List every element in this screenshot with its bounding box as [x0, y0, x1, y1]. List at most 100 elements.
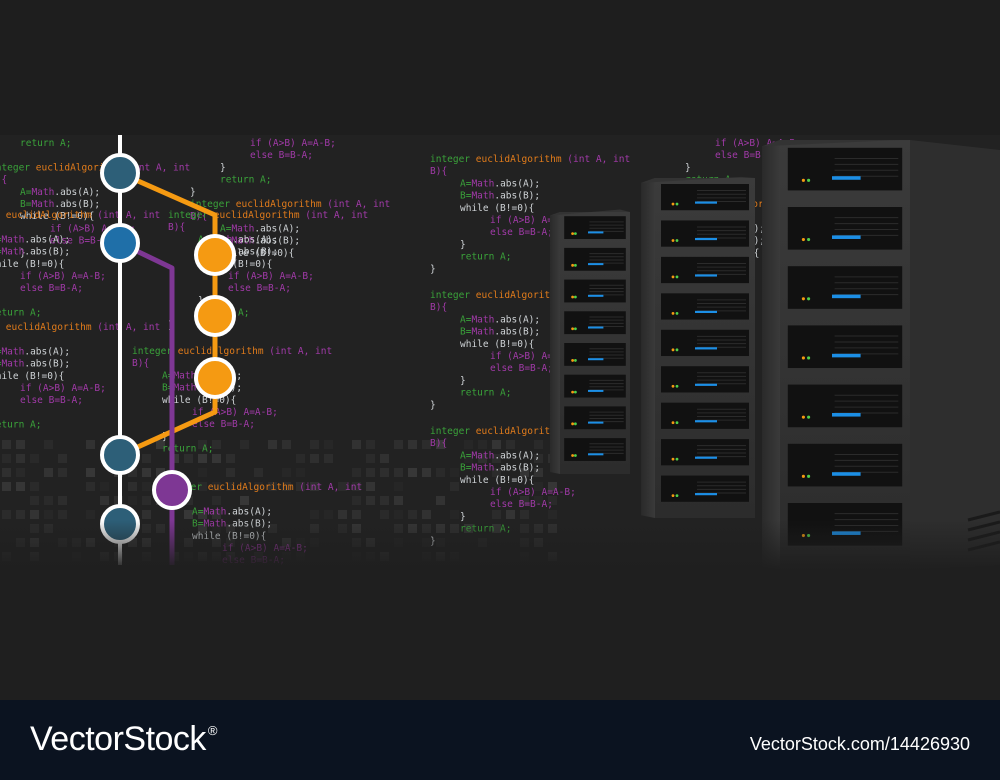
grid-square — [520, 510, 529, 519]
rack-side-panel — [550, 212, 560, 474]
status-led-green — [574, 454, 577, 457]
code-token: A= — [20, 187, 32, 198]
code-token: } — [460, 239, 466, 250]
code-token: B){ — [430, 438, 447, 449]
grid-square — [408, 468, 417, 477]
grid-square — [44, 440, 53, 449]
grid-square — [548, 510, 557, 519]
code-line: return A; — [220, 175, 271, 186]
code-line: B){ — [168, 222, 185, 233]
code-token: return A; — [460, 388, 511, 399]
code-token: Math — [1, 247, 24, 258]
grid-square — [296, 482, 305, 491]
code-token: euclidAlgorithm — [214, 210, 300, 221]
code-line: if (A>B) A=A-B; — [228, 271, 314, 282]
status-led-green — [807, 356, 811, 360]
grid-square — [240, 496, 249, 505]
code-line: B){ — [430, 166, 447, 177]
grid-square — [324, 454, 333, 463]
grid-square — [380, 496, 389, 505]
status-led-green — [675, 384, 679, 388]
code-line: return A; — [20, 138, 71, 149]
code-token: while (B!=0){ — [460, 339, 534, 350]
grid-square — [226, 468, 235, 477]
status-led-orange — [571, 454, 574, 457]
status-led-orange — [801, 297, 805, 301]
status-led-orange — [671, 239, 675, 242]
code-token: } — [220, 162, 226, 173]
code-token: A= — [460, 450, 472, 461]
commit-node-orange — [194, 234, 236, 276]
code-token: .abs(B); — [494, 463, 540, 474]
grid-square — [310, 482, 319, 491]
code-token: euclidAlgorithm — [476, 426, 562, 437]
server-unit — [787, 443, 903, 487]
code-token: } — [190, 187, 196, 198]
code-token: return A; — [220, 175, 271, 186]
code-token: .abs(A); — [232, 234, 278, 245]
code-token: return A; — [162, 444, 213, 455]
server-unit — [564, 311, 626, 335]
grid-square — [2, 454, 11, 463]
activity-bar — [588, 389, 604, 392]
code-token: if (A>B) A=A-B; — [490, 351, 576, 362]
grid-square — [310, 454, 319, 463]
code-token: integer — [430, 290, 476, 301]
code-line: integer euclidAlgorithm (int A, int — [190, 199, 390, 210]
code-token: } — [460, 375, 466, 386]
grid-square — [352, 496, 361, 505]
code-line: return A; — [162, 444, 213, 455]
code-line: } — [20, 248, 26, 259]
grid-square — [366, 440, 375, 449]
code-line: if (A>B) A=A-B; — [20, 383, 106, 394]
status-led-orange — [671, 275, 675, 279]
code-token: B= — [162, 383, 174, 394]
code-token: (int A, int — [294, 482, 363, 493]
code-token: euclidAlgorithm — [476, 290, 562, 301]
status-led-green — [675, 202, 679, 206]
status-led-green — [675, 311, 679, 315]
code-token: .abs(A); — [254, 223, 300, 234]
grid-square — [436, 468, 445, 477]
code-line: if (A>B) A=A-B; — [490, 351, 576, 362]
grid-square — [226, 482, 235, 491]
code-token: while (B!=0){ — [0, 371, 64, 382]
code-line: A=Math.abs(A); — [20, 187, 100, 198]
activity-bar — [588, 421, 604, 424]
code-token: Math — [471, 450, 494, 461]
code-token: (int A, int — [264, 346, 333, 357]
activity-bar — [832, 472, 861, 476]
code-line: A=Math.abs(A); — [460, 178, 540, 189]
status-led-green — [675, 421, 679, 425]
code-token: else B=B-A; — [250, 150, 313, 161]
code-line: B){ — [430, 302, 447, 313]
code-token: if (A>B) A=A-B; — [50, 223, 136, 234]
grid-square — [520, 468, 529, 477]
code-line: else B=B-A; — [228, 283, 291, 294]
code-line: B=Math.abs(B); — [20, 199, 100, 210]
grid-square — [380, 454, 389, 463]
activity-bar — [695, 420, 717, 423]
grid-square — [156, 468, 165, 477]
code-token: if (A>B) A=A-B; — [250, 138, 336, 149]
code-line: integer euclidAlgorithm (int A, int — [0, 162, 190, 173]
code-token: while (B!=0){ — [0, 259, 64, 270]
status-led-green — [574, 390, 577, 394]
code-token: integer — [430, 426, 476, 437]
code-line: if (A>B) A=A-B; — [250, 138, 336, 149]
code-token: B){ — [430, 302, 447, 313]
code-token: B){ — [0, 175, 7, 186]
code-line: while (B!=0){ — [460, 339, 534, 350]
footer-bar: VectorStock® VectorStock.com/14426930 — [0, 700, 1000, 780]
status-led-green — [675, 275, 679, 279]
code-token: integer — [190, 199, 236, 210]
code-line: if (A>B) A=A-B; — [50, 223, 136, 234]
code-line: B=Math.abs(B); — [460, 191, 540, 202]
status-led-green — [675, 348, 679, 352]
grid-square — [464, 454, 473, 463]
logo-text: VectorStock — [30, 720, 206, 758]
activity-bar — [695, 201, 717, 204]
code-token: B){ — [190, 211, 207, 222]
status-led-orange — [671, 202, 675, 206]
code-line: integer euclidAlgorithm (int A, int — [0, 322, 160, 333]
